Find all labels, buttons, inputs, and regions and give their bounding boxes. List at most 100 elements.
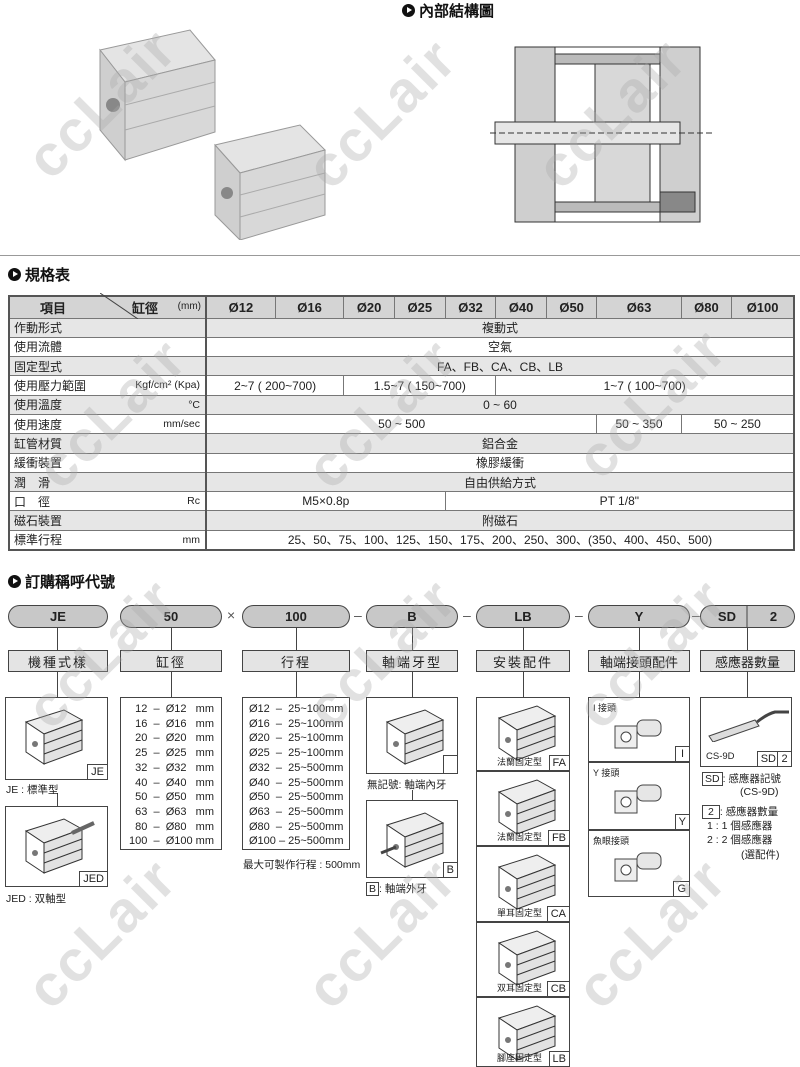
row-label: 作動形式 — [8, 317, 207, 338]
tag: 2 — [777, 751, 791, 766]
tag: JED — [79, 871, 107, 886]
cylinder-icon — [16, 704, 96, 771]
row-value: 50 ~ 500 — [205, 413, 598, 435]
row-value: 50 ~ 350 — [596, 413, 682, 435]
sensor-optional-note: (選配件) — [741, 849, 780, 861]
sensor-sd-model: (CS-9D) — [740, 786, 779, 798]
row-label: 缸管材質 — [8, 433, 207, 454]
sensor-option: 1 : 1 個感應器 — [707, 820, 773, 832]
cylinder-external-thread-icon — [377, 807, 457, 874]
tag: I — [675, 746, 689, 761]
row-value: 2~7 ( 200~700) — [205, 375, 345, 396]
tag-empty — [443, 755, 457, 773]
bullet-icon — [8, 268, 21, 281]
code-sensor-type: SD — [717, 609, 736, 624]
row-label: 磁石裝置 — [8, 510, 207, 531]
stroke-list-box: Ø12 – 25~100mm Ø16 – 25~100mm Ø20 – 25~1… — [242, 697, 350, 850]
bore-col: Ø40 — [495, 295, 547, 319]
table-row: 緩衝裝置橡膠緩衝 — [8, 452, 795, 473]
row-label: 固定型式 — [8, 356, 207, 377]
diagonal-divider — [100, 293, 139, 320]
sensor-model: CS-9D — [706, 751, 735, 762]
mount-cylinder-icon — [489, 700, 569, 767]
label-bore: 缸徑 — [120, 650, 222, 672]
tag: CB — [546, 981, 569, 996]
separator: – — [692, 607, 700, 623]
row-unit: °C — [188, 398, 200, 411]
caption-text: : 軸端外牙 — [379, 883, 427, 895]
header-bore: 缸徑 — [132, 301, 159, 317]
table-row: 潤 滑自由供給方式 — [8, 471, 795, 493]
bore-list-box: 12 – Ø12 mm 16 – Ø16 mm 20 – Ø20 mm 25 –… — [120, 697, 222, 850]
row-value: 橡膠緩衝 — [205, 452, 795, 473]
caption-text: : 感應器記號 — [722, 773, 781, 785]
table-header-row: 項目 缸徑 (mm) Ø12 Ø16 Ø20 Ø25 Ø32 Ø40 Ø50 Ø… — [8, 293, 795, 320]
row-unit: mm — [182, 533, 201, 546]
label-rod-joint: 軸端接頭配件 — [588, 650, 690, 672]
row-label-text: 使用壓力範圍 — [14, 379, 87, 394]
row-unit: mm/sec — [163, 417, 200, 430]
tag: LB — [548, 1051, 569, 1066]
row-value: 1~7 ( 100~700) — [495, 375, 795, 396]
tag-inline: 2 — [702, 805, 720, 819]
label-sensor-count: 感應器數量 — [700, 650, 795, 672]
row-value: M5×0.8p — [205, 491, 446, 512]
code-sensor: SD 2 — [700, 605, 795, 628]
caption: 腳座固定型 — [497, 1053, 543, 1063]
row-value: 25、50、75、100、125、150、175、200、250、300、(35… — [205, 529, 795, 551]
stroke-note: 最大可製作行程 : 500mm — [243, 859, 361, 871]
bore-list: 12 – Ø12 mm 16 – Ø16 mm 20 – Ø20 mm 25 –… — [129, 703, 214, 848]
table-row: 使用流體空氣 — [8, 336, 795, 358]
bullet-icon — [8, 575, 21, 588]
bore-col: Ø25 — [393, 295, 446, 319]
tag-inline: SD — [702, 772, 723, 786]
code-stroke: 100 — [242, 605, 350, 628]
mount-cylinder-icon — [489, 849, 569, 916]
caption: 魚眼接頭 — [593, 836, 630, 846]
code-bore: 50 — [120, 605, 222, 628]
caption: 單耳固定型 — [497, 908, 543, 918]
double-rod-cylinder-icon — [16, 813, 96, 880]
rod-external-box: B — [366, 800, 458, 878]
cylinder-large-image — [99, 29, 216, 162]
code-sensor-count: 2 — [769, 609, 778, 624]
header-item-bore: 項目 缸徑 (mm) — [8, 293, 207, 320]
separator: – — [463, 607, 471, 623]
caption: Y 接頭 — [593, 768, 620, 778]
row-value: 1.5~7 ( 150~700) — [343, 375, 497, 396]
mount-box-lb: 腳座固定型 LB — [476, 997, 570, 1067]
header-unit: (mm) — [177, 301, 201, 313]
cylinder-small-image — [214, 124, 326, 240]
row-value: 空氣 — [205, 336, 795, 358]
table-row: 作動形式複動式 — [8, 317, 795, 338]
row-value: 自由供給方式 — [205, 471, 795, 493]
internal-structure-diagram — [490, 46, 715, 223]
caption: 法蘭固定型 — [497, 832, 543, 842]
row-value: FA、FB、CA、CB、LB — [205, 356, 795, 377]
caption: JE : 標準型 — [6, 784, 59, 796]
structure-title-text: 內部結構圖 — [419, 3, 495, 20]
bore-col: Ø63 — [596, 295, 682, 319]
structure-title: 內部結構圖 — [402, 0, 494, 21]
tag: G — [673, 881, 689, 896]
rod-internal-box — [366, 697, 458, 774]
order-title-text: 訂購稱呼代號 — [25, 574, 116, 591]
row-label: 潤 滑 — [8, 471, 207, 493]
row-label: 使用流體 — [8, 336, 207, 358]
bore-col: Ø80 — [680, 295, 733, 319]
order-title: 訂購稱呼代號 — [8, 571, 115, 592]
rod-joint-icon — [614, 852, 662, 882]
rod-joint-icon — [614, 719, 662, 749]
bore-col: Ø16 — [274, 295, 345, 319]
tag: CA — [546, 906, 569, 921]
